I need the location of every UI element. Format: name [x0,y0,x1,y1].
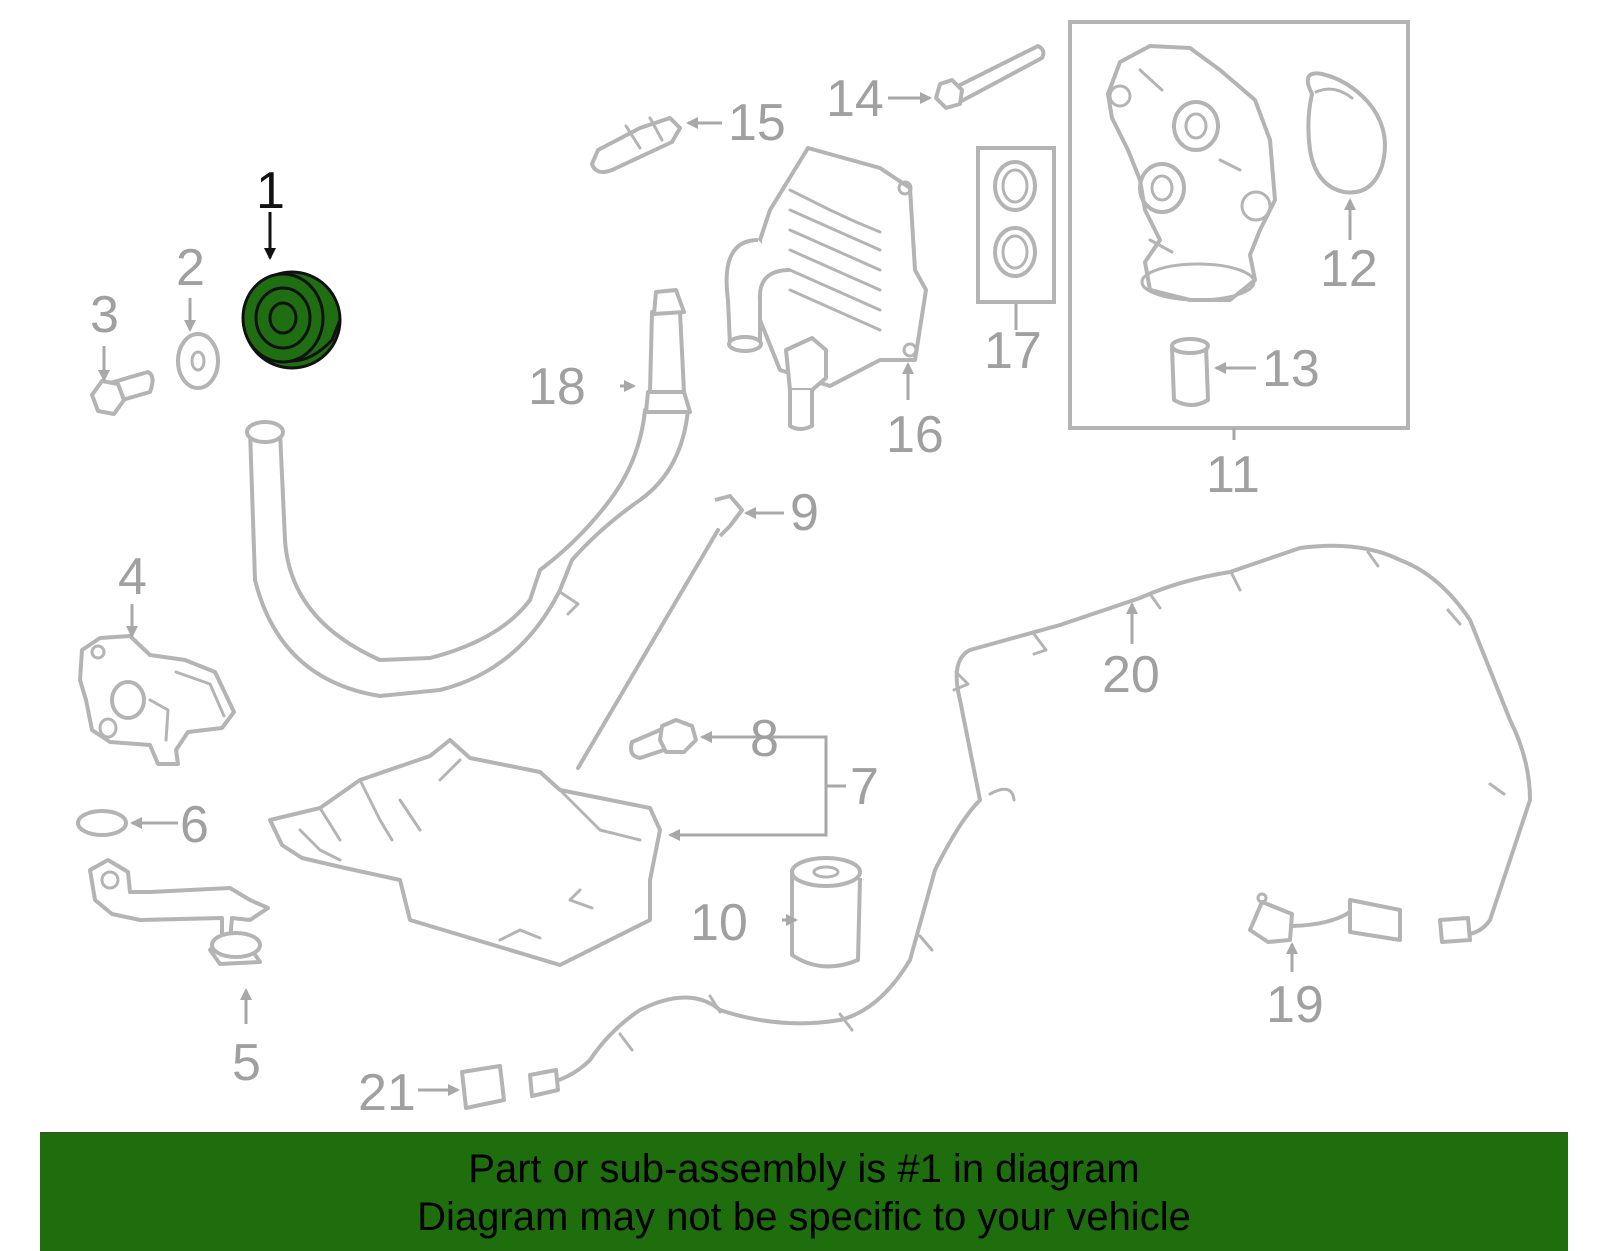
callout-11[interactable]: 11 [1206,446,1260,504]
banner-line-part-number: Part or sub-assembly is #1 in diagram [468,1147,1140,1191]
callout-14[interactable]: 14 [826,70,884,128]
part-11-filter-housing-box[interactable] [1068,20,1410,430]
banner-line-disclaimer: Diagram may not be specific to your vehi… [417,1195,1191,1239]
part-8-drain-plug[interactable] [629,718,698,760]
callout-8[interactable]: 8 [750,710,779,768]
callout-10[interactable]: 10 [690,894,748,952]
callout-18[interactable]: 18 [528,358,586,416]
callout-4[interactable]: 4 [118,548,147,606]
part-19-sensor[interactable] [1248,892,1402,944]
callout-labels: 1 2 3 4 5 6 7 8 9 10 11 12 13 14 15 16 1… [90,70,1378,1122]
callout-16[interactable]: 16 [886,406,944,464]
part-12-gasket[interactable] [1305,71,1387,195]
callout-12[interactable]: 12 [1320,240,1378,298]
callout-7[interactable]: 7 [850,758,879,816]
part-7-oil-pan[interactable] [268,738,662,967]
part-14-bolt[interactable] [934,44,1046,110]
part-6-o-ring[interactable] [76,809,128,837]
callout-21[interactable]: 21 [358,1064,416,1122]
callout-19[interactable]: 19 [1266,976,1324,1034]
callout-20[interactable]: 20 [1102,646,1160,704]
info-banner: Part or sub-assembly is #1 in diagram Di… [40,1132,1568,1251]
part-10-oil-filter[interactable] [790,856,862,969]
part-21-clip[interactable] [460,1064,506,1110]
part-9-dipstick[interactable] [576,494,744,770]
part-2-washer[interactable] [176,332,220,390]
callout-6[interactable]: 6 [180,796,209,854]
part-3-bolt[interactable] [90,370,155,416]
callout-9[interactable]: 9 [790,484,819,542]
callout-3[interactable]: 3 [90,286,119,344]
callout-1[interactable]: 1 [256,162,285,220]
part-18-hose[interactable] [245,288,692,698]
callout-17[interactable]: 17 [984,322,1042,380]
part-15-sensor[interactable] [590,116,682,174]
part-20-wiring-harness[interactable] [528,543,1532,1098]
part-17-seals-box[interactable] [976,146,1056,304]
callout-5[interactable]: 5 [232,1034,261,1092]
part-4-oil-pump[interactable] [78,634,236,766]
part-5-pickup-tube[interactable] [88,858,270,966]
callout-2[interactable]: 2 [176,239,205,297]
part-1-pulley[interactable] [241,270,342,370]
callout-13[interactable]: 13 [1262,340,1320,398]
callout-15[interactable]: 15 [728,94,786,152]
callout-arrows [98,92,1356,1096]
part-16-oil-cooler[interactable] [724,146,928,431]
part-13-sleeve[interactable] [1170,337,1210,407]
